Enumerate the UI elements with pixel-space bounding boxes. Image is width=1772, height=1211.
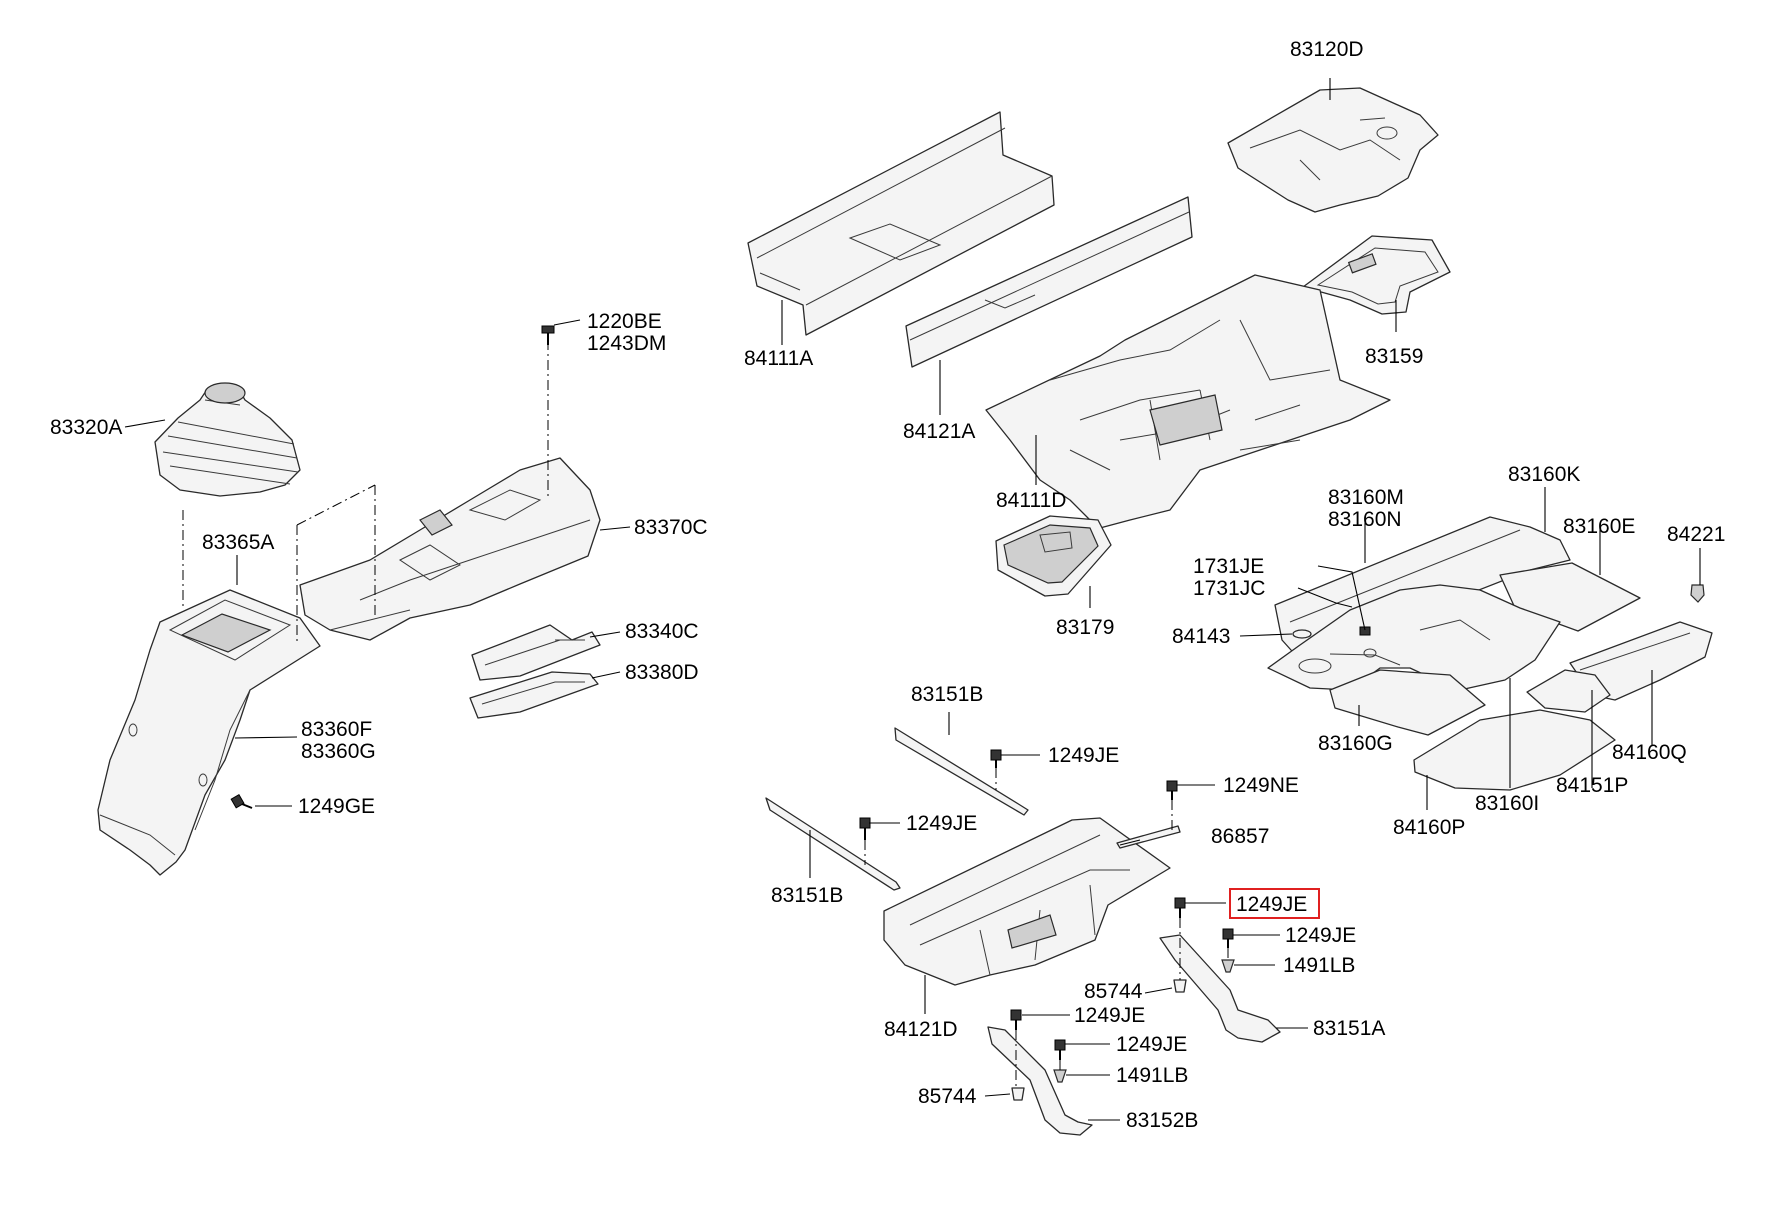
label-83160i[interactable]: 83160I [1475, 792, 1539, 815]
label-1243dm[interactable]: 1243DM [587, 332, 666, 355]
label-1249je-e[interactable]: 1249JE [1116, 1033, 1187, 1056]
shift-boot-83320a[interactable] [154, 382, 301, 497]
floor-pan-84111d[interactable] [985, 274, 1391, 529]
pad-83340c[interactable] [471, 624, 601, 681]
label-1249ne[interactable]: 1249NE [1223, 774, 1299, 797]
bolt-1249je-a[interactable] [990, 749, 1002, 768]
label-1220be[interactable]: 1220BE [587, 310, 662, 333]
label-83320a[interactable]: 83320A [50, 416, 122, 439]
insulator-84151p[interactable] [1526, 669, 1611, 713]
label-86857[interactable]: 86857 [1211, 825, 1269, 848]
crossmember-84121d[interactable] [883, 817, 1171, 986]
clip-85744-b[interactable] [1011, 1087, 1025, 1101]
floor-member-84111a[interactable] [747, 111, 1055, 336]
label-84121d[interactable]: 84121D [884, 1018, 958, 1041]
label-85744-a[interactable]: 85744 [1084, 980, 1143, 1003]
label-83151b-top[interactable]: 83151B [911, 683, 983, 706]
label-1249je-c[interactable]: 1249JE [1285, 924, 1356, 947]
highlight-box [1229, 888, 1320, 919]
label-83380d[interactable]: 83380D [625, 661, 699, 684]
label-84160q[interactable]: 84160Q [1612, 741, 1687, 764]
label-83151a[interactable]: 83151A [1313, 1017, 1385, 1040]
leader-lines [124, 78, 1701, 1121]
nut-1731je[interactable] [1359, 626, 1371, 636]
label-83120d[interactable]: 83120D [1290, 38, 1364, 61]
label-84111d[interactable]: 84111D [996, 489, 1066, 512]
bolt-1249ge[interactable] [230, 793, 253, 809]
console-rear-83360f[interactable] [97, 589, 321, 876]
label-85744-b[interactable]: 85744 [918, 1085, 977, 1108]
label-83152b[interactable]: 83152B [1126, 1109, 1198, 1132]
pad-83380d[interactable] [469, 671, 599, 719]
label-84221[interactable]: 84221 [1667, 523, 1725, 546]
label-83160k[interactable]: 83160K [1508, 463, 1580, 486]
bolt-1249ne[interactable] [1166, 780, 1178, 800]
label-83360f[interactable]: 83360F [301, 718, 372, 741]
label-83360g[interactable]: 83360G [301, 740, 376, 763]
label-83179[interactable]: 83179 [1056, 616, 1114, 639]
label-1491lb-a[interactable]: 1491LB [1283, 954, 1355, 977]
rod-86857[interactable] [1116, 825, 1181, 849]
label-84111a[interactable]: 84111A [744, 347, 813, 370]
bolt-1220be[interactable] [541, 325, 555, 345]
grommet-84143[interactable] [1292, 629, 1312, 639]
bolt-1249je-highlight[interactable] [1174, 897, 1186, 918]
label-1731je[interactable]: 1731JE [1193, 555, 1264, 578]
label-1249je-b[interactable]: 1249JE [906, 812, 977, 835]
label-83160e[interactable]: 83160E [1563, 515, 1635, 538]
label-83160m[interactable]: 83160M [1328, 486, 1404, 509]
label-1491lb-b[interactable]: 1491LB [1116, 1064, 1188, 1087]
floor-member-84121a[interactable] [905, 196, 1193, 368]
clip-1491lb-a[interactable] [1221, 959, 1235, 973]
label-83160g[interactable]: 83160G [1318, 732, 1393, 755]
label-1249je-d[interactable]: 1249JE [1074, 1004, 1145, 1027]
label-84143[interactable]: 84143 [1172, 625, 1230, 648]
label-84121a[interactable]: 84121A [903, 420, 975, 443]
bracket-83151a[interactable] [1159, 934, 1281, 1043]
label-83151b-left[interactable]: 83151B [771, 884, 843, 907]
bolt-1249je-d[interactable] [1010, 1009, 1022, 1030]
insulator-83160g[interactable] [1329, 669, 1486, 736]
side-rail-83151b-left[interactable] [765, 797, 901, 891]
bolt-1249je-e[interactable] [1054, 1039, 1066, 1060]
label-83370c[interactable]: 83370C [634, 516, 708, 539]
label-84151p[interactable]: 84151P [1556, 774, 1628, 797]
floor-mat-83159[interactable] [1302, 235, 1451, 315]
console-83370c[interactable] [299, 457, 601, 641]
clip-84221[interactable] [1690, 584, 1705, 603]
label-83160n[interactable]: 83160N [1328, 508, 1402, 531]
bracket-83152b[interactable] [987, 1026, 1093, 1136]
label-1731jc[interactable]: 1731JC [1193, 577, 1265, 600]
bolt-1249je-c[interactable] [1222, 928, 1234, 948]
label-83365a[interactable]: 83365A [202, 531, 274, 554]
floor-insulator-83120d[interactable] [1227, 87, 1439, 213]
label-83159[interactable]: 83159 [1365, 345, 1423, 368]
bolt-1249je-b[interactable] [859, 817, 871, 840]
clip-85744-a[interactable] [1173, 979, 1187, 993]
label-84160p[interactable]: 84160P [1393, 816, 1465, 839]
label-83340c[interactable]: 83340C [625, 620, 699, 643]
label-1249je-a[interactable]: 1249JE [1048, 744, 1119, 767]
assembly-line [182, 340, 549, 645]
floor-mat-83179[interactable] [995, 515, 1112, 597]
side-rail-83151b-top[interactable] [894, 727, 1029, 816]
label-1249ge[interactable]: 1249GE [298, 795, 375, 818]
assembly-line [864, 768, 1229, 1088]
label-1249je-highlight[interactable]: 1249JE [1236, 893, 1307, 916]
clip-1491lb-b[interactable] [1053, 1069, 1067, 1083]
